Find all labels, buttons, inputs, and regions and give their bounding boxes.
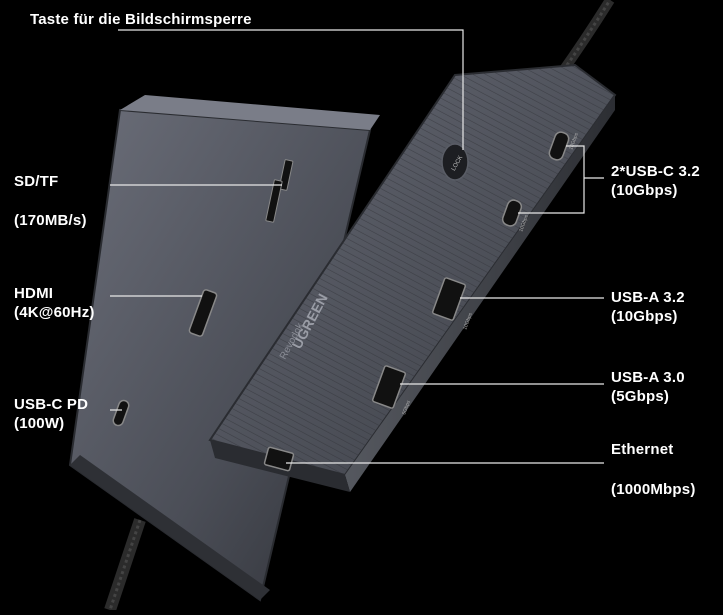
usbc-port-lower-icon [501, 199, 523, 227]
sdtf-callout-name: SD/TF [14, 173, 59, 190]
ethernet-port-icon [263, 446, 295, 472]
hdmi-callout-name: HDMI [14, 285, 54, 302]
usba30-callout-speed: (5Gbps) [611, 388, 670, 405]
sd-slot-icon [265, 179, 283, 223]
ethernet-callout-name: Ethernet [611, 441, 674, 458]
hdmi-port-icon [188, 289, 218, 337]
ethernet-callout-speed: (1000Mbps) [611, 481, 696, 498]
hub-front-module [68, 95, 380, 602]
usbc-upper-marking: 10Gbps [568, 132, 580, 151]
usbc32-callout-name: 2*USB-C 3.2 [611, 163, 700, 180]
tf-slot-icon [278, 159, 294, 191]
lock-button-callout: Taste für die Bildschirmsperre [30, 11, 252, 28]
usba30-port-icon [371, 365, 407, 409]
usbc-pd-callout-name: USB-C PD [14, 396, 89, 413]
usbc-pd-callout-spec: (100W) [14, 415, 65, 432]
usbc-port-upper-icon [548, 131, 570, 161]
usba32-callout-speed: (10Gbps) [611, 308, 678, 325]
usbc-pd-port-icon [112, 399, 130, 427]
usba32-callout-name: USB-A 3.2 [611, 289, 685, 306]
hdmi-callout-spec: (4K@60Hz) [14, 304, 95, 321]
usbc32-callout-speed: (10Gbps) [611, 182, 678, 199]
usba32-marking: 10Gbps [462, 312, 474, 331]
usba32-port-icon [431, 277, 467, 321]
hub-main-body [208, 63, 617, 492]
usbc-lower-marking: 10Gbps [518, 214, 530, 233]
usba30-callout-name: USB-A 3.0 [611, 369, 685, 386]
sdtf-callout-speed: (170MB/s) [14, 212, 87, 229]
lock-button-icon: LOCK [441, 143, 469, 181]
usba30-marking: 5Gbps [401, 399, 412, 415]
